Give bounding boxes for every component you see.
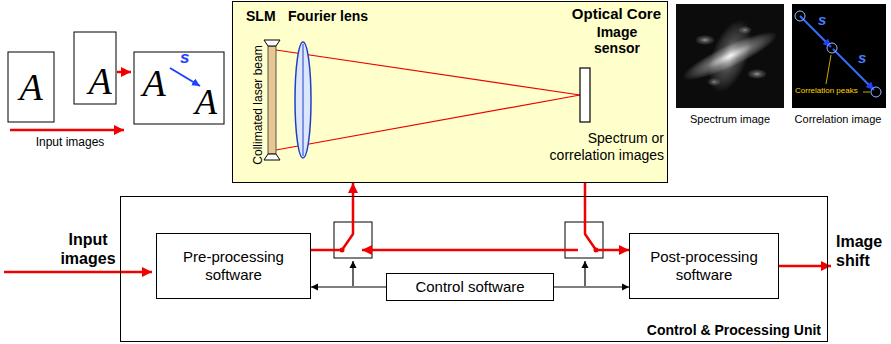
shift-symbol: s bbox=[818, 12, 830, 28]
process-box: Pre-processing software bbox=[156, 233, 311, 299]
io-label: Input images bbox=[56, 230, 120, 268]
shift-arrow bbox=[833, 49, 874, 90]
control-unit: Control & Processing Unit Pre-processing … bbox=[120, 196, 828, 342]
shift-arrow bbox=[800, 16, 831, 47]
spectrum-blob bbox=[707, 78, 721, 86]
part-name: Collimated laser beam bbox=[250, 40, 266, 170]
shift-symbol: s bbox=[858, 50, 870, 66]
signal-line bbox=[585, 183, 629, 250]
note: Spectrum or correlation images bbox=[528, 130, 664, 164]
slm-cap bbox=[264, 154, 280, 160]
light-ray bbox=[276, 50, 580, 95]
leader-line bbox=[826, 55, 831, 84]
correlation-image bbox=[792, 4, 886, 108]
process-box: Post-processing software bbox=[629, 233, 779, 299]
part-name: SLM bbox=[246, 8, 286, 24]
feedback-line bbox=[362, 249, 578, 252]
image-page bbox=[8, 52, 54, 122]
glyph: A bbox=[138, 64, 170, 102]
output-arrow bbox=[778, 265, 831, 268]
glyph: A bbox=[84, 62, 116, 100]
fourier-lens bbox=[303, 44, 304, 156]
image-page bbox=[134, 52, 224, 124]
red-arrow bbox=[117, 71, 131, 74]
shift-symbol: s bbox=[180, 49, 194, 67]
control-line bbox=[311, 286, 386, 287]
leader-line bbox=[863, 92, 870, 93]
slm-cap bbox=[264, 40, 280, 46]
caption: Input images bbox=[20, 135, 120, 149]
input-arrow bbox=[4, 271, 152, 274]
box-label: Control software bbox=[415, 278, 524, 296]
spectrum-image bbox=[676, 4, 784, 108]
optical-core-fill bbox=[232, 1, 668, 183]
spectrum-blob bbox=[695, 35, 715, 45]
region-title: Control & Processing Unit bbox=[647, 322, 821, 338]
box-label: Pre-processing software bbox=[165, 248, 302, 284]
slm-plate bbox=[268, 46, 276, 154]
box-label: Post-processing software bbox=[638, 248, 770, 284]
spectrum-blob bbox=[700, 14, 760, 98]
glyph: A bbox=[190, 84, 222, 120]
part-name: Image sensor bbox=[586, 24, 648, 56]
correlation-peak bbox=[827, 43, 837, 53]
spectrum-blob bbox=[747, 69, 767, 79]
control-line bbox=[554, 286, 629, 287]
correlation-peak bbox=[795, 11, 805, 21]
caption: Spectrum image bbox=[670, 113, 790, 125]
light-ray bbox=[276, 95, 580, 150]
image-page bbox=[74, 32, 116, 104]
caption: Correlation image bbox=[786, 113, 890, 125]
callout: Correlation peaks bbox=[795, 86, 865, 96]
glyph: A bbox=[12, 68, 50, 106]
process-box: Control software bbox=[386, 273, 554, 301]
io-label: Image shift bbox=[836, 232, 888, 270]
part-name: Fourier lens bbox=[288, 8, 388, 24]
spectrum-blob bbox=[738, 26, 752, 34]
fourier-lens bbox=[295, 42, 311, 158]
region-title: Optical Core bbox=[572, 5, 661, 22]
control-arrow bbox=[584, 261, 585, 286]
control-arrow bbox=[352, 261, 353, 286]
signal-line bbox=[311, 183, 353, 250]
image-sensor bbox=[580, 68, 590, 122]
correlation-peak bbox=[871, 87, 881, 97]
red-arrow bbox=[10, 129, 124, 132]
